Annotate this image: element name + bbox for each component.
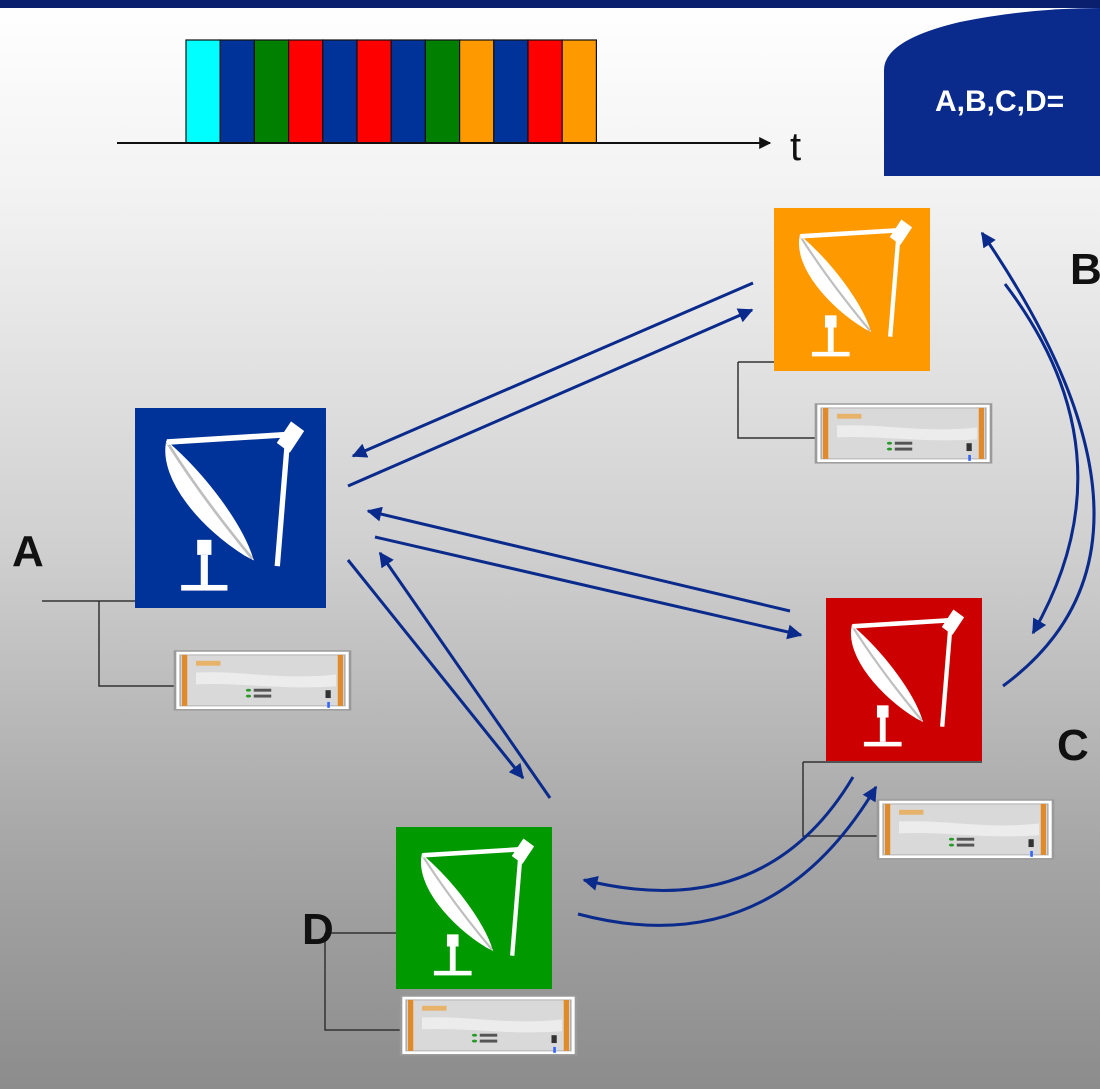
station-c: C (826, 598, 1089, 861)
banner: A,B,C,D= (884, 8, 1100, 176)
link-arrows (346, 231, 1096, 927)
modem-unit-icon (876, 798, 1055, 861)
station-d: D (302, 827, 578, 1057)
time-slot-red (288, 39, 324, 144)
time-slot-orange (561, 39, 598, 144)
tdma-timeline: t (117, 39, 801, 169)
time-slot-blue (493, 39, 529, 144)
time-slot-blue (219, 39, 255, 144)
time-slot-red (356, 39, 392, 144)
link-arrow-b-to-a (351, 281, 754, 458)
time-slot-orange (459, 39, 495, 144)
station-a: A (12, 408, 352, 712)
station-a-label: A (12, 527, 44, 576)
link-arrow-d-to-c (577, 785, 878, 927)
time-slot-group (185, 39, 598, 144)
station-d-label: D (302, 905, 334, 954)
link-arrow-a-to-b (347, 308, 754, 488)
time-slot-blue (390, 39, 427, 144)
link-arrow-a-to-c (374, 535, 803, 640)
station-b-label: B (1070, 245, 1100, 294)
time-slot-blue (322, 39, 358, 144)
modem-unit-icon (814, 402, 993, 465)
link-arrow-c-to-a (366, 506, 791, 613)
link-arrow-b-to-c (1003, 283, 1080, 635)
station-b-modem-cable (737, 362, 816, 439)
top-accent-bar (0, 0, 1100, 8)
link-arrow-c-to-b (980, 231, 1096, 688)
modem-unit-icon (399, 994, 578, 1057)
banner-text: A,B,C,D= (935, 85, 1064, 118)
link-arrow-c-to-d (582, 776, 855, 892)
station-c-modem-cable (802, 762, 878, 837)
station-a-modem-cable (98, 601, 175, 687)
time-slot-green (253, 39, 290, 144)
time-slot-green (424, 39, 461, 144)
station-c-label: C (1057, 721, 1089, 770)
link-arrow-d-to-a (378, 551, 552, 799)
time-axis-label: t (790, 125, 801, 169)
time-slot-red (527, 39, 563, 144)
link-arrow-a-to-d (346, 559, 525, 780)
station-d-modem-cable (324, 933, 401, 1031)
time-slot-cyan (185, 39, 221, 144)
modem-unit-icon (173, 649, 352, 712)
banner-shape (884, 8, 1100, 176)
station-b: B (774, 208, 1100, 465)
